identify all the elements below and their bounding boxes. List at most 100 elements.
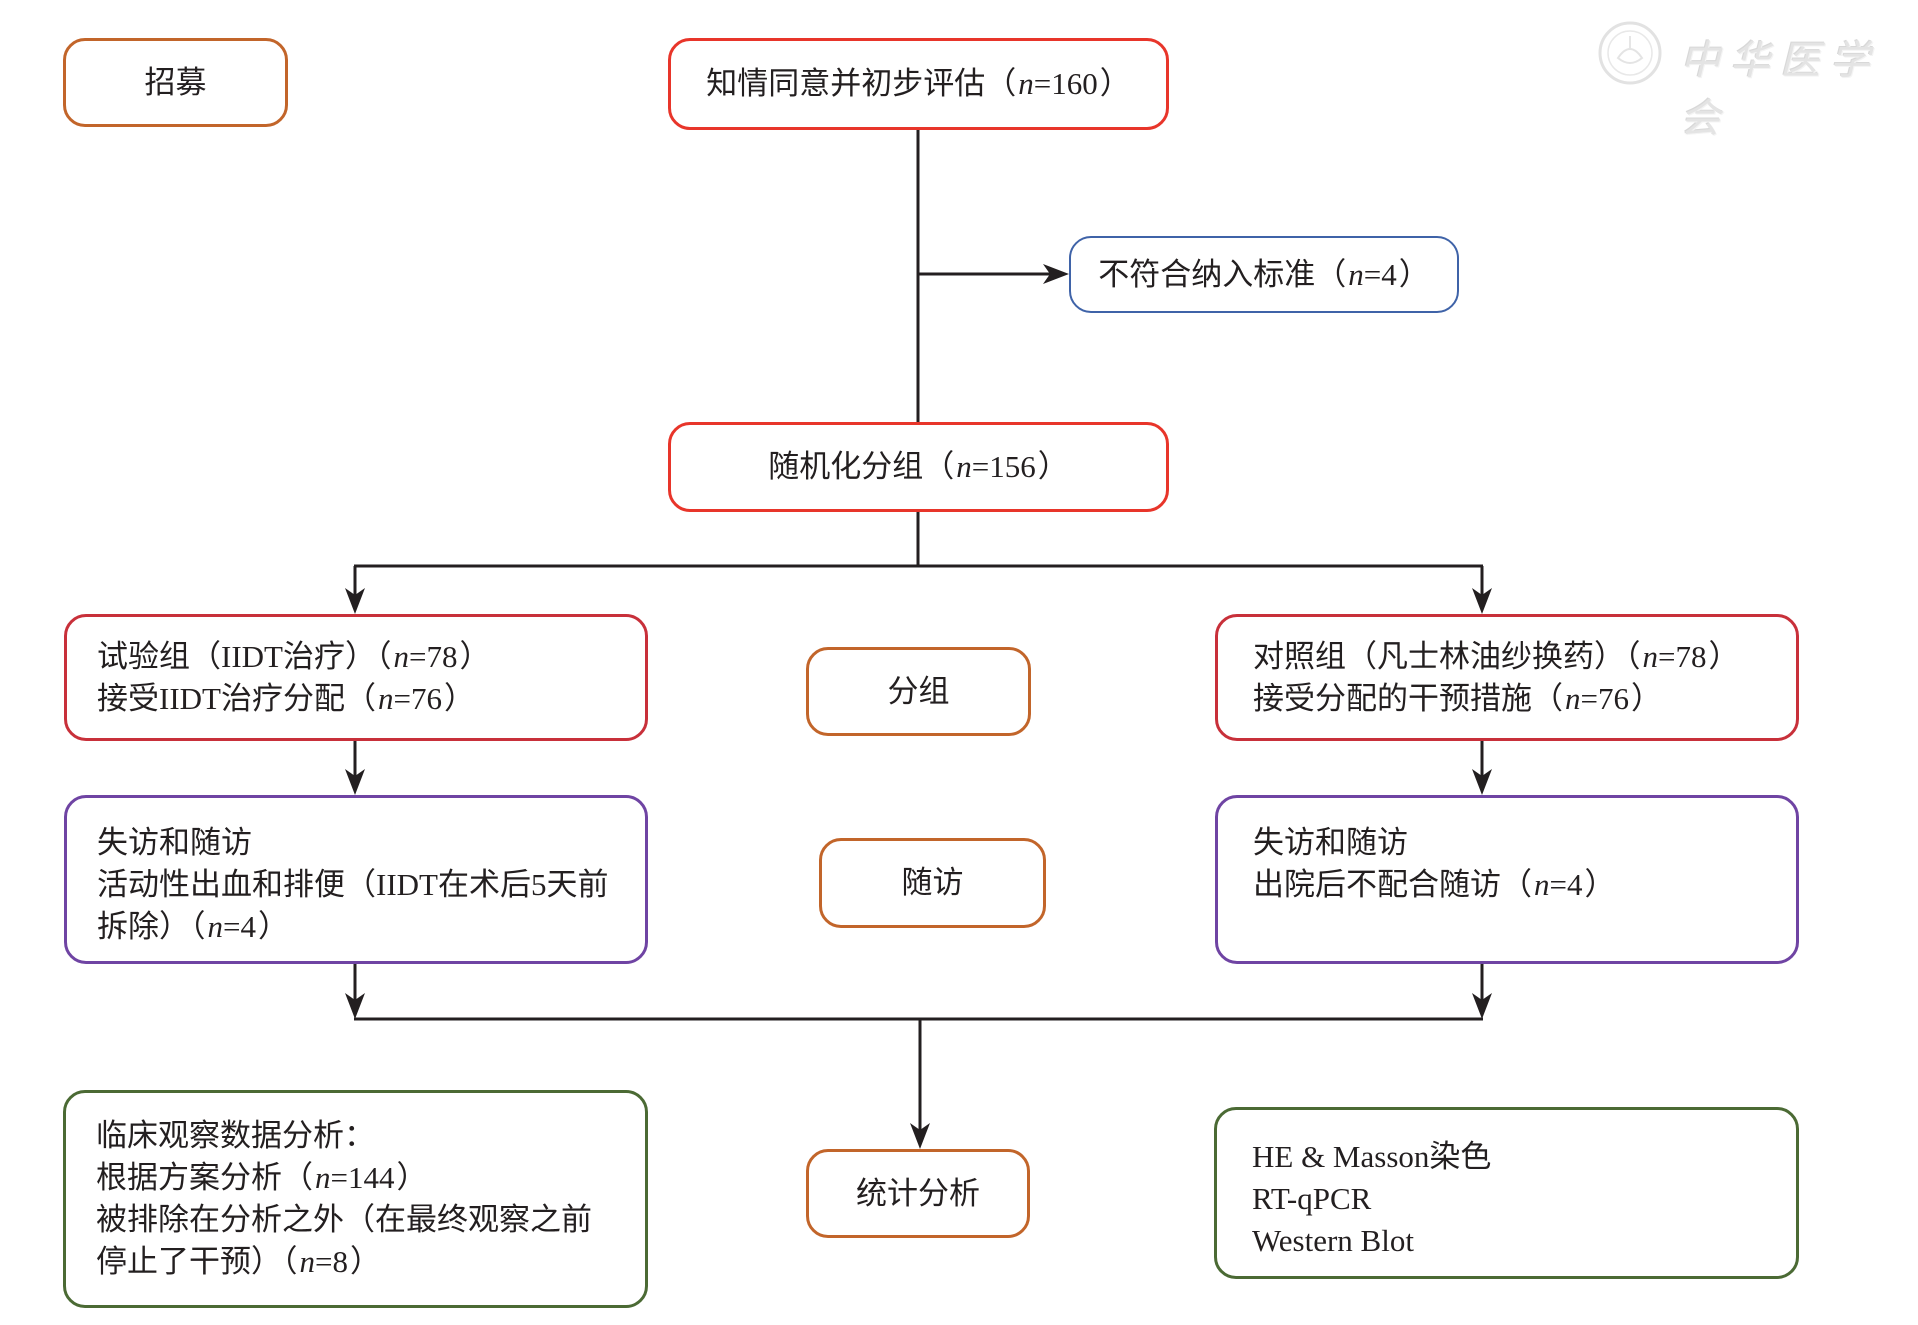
count-value: 78 bbox=[426, 638, 458, 674]
count-symbol: n bbox=[299, 1244, 316, 1279]
trial-follow-up-line: 活动性出血和排便（IIDT在术后5天前 bbox=[97, 864, 608, 906]
count-open: （ bbox=[985, 66, 1017, 101]
sample-size: （n=76） bbox=[1532, 681, 1662, 716]
lab-analysis-box: HE & Masson染色 RT-qPCR Western Blot bbox=[1214, 1107, 1799, 1279]
watermark-text: 中华医学会 bbox=[1680, 38, 1880, 142]
trial-group-line: 试验组（IIDT治疗）（n=78） bbox=[97, 636, 490, 678]
count-open: （ bbox=[1625, 638, 1641, 674]
count-close: ） bbox=[1584, 867, 1616, 902]
count-close: ） bbox=[1630, 680, 1662, 716]
stage-allocation-label: 分组 bbox=[887, 673, 950, 709]
line-text: HE & Masson染色 bbox=[1252, 1139, 1492, 1174]
screening-label: 知情同意并初步评估 bbox=[706, 66, 986, 101]
stage-follow-up-box: 随访 bbox=[819, 838, 1046, 928]
count-symbol: n bbox=[377, 680, 394, 716]
line-text: 临床观察数据分析： bbox=[96, 1118, 375, 1153]
arrowhead-down bbox=[1472, 993, 1492, 1019]
line-text: 停止了干预） bbox=[96, 1244, 282, 1279]
excluded-label: 不符合纳入标准 bbox=[1098, 256, 1316, 292]
count-value: 144 bbox=[347, 1160, 395, 1195]
trial-follow-up-line: 拆除）（n=4） bbox=[97, 906, 289, 948]
count-close: ） bbox=[459, 638, 491, 674]
count-eq: = bbox=[330, 1160, 348, 1195]
count-symbol: n bbox=[1348, 256, 1364, 292]
lab-analysis-line: Western Blot bbox=[1252, 1220, 1414, 1262]
count-value: 76 bbox=[410, 680, 442, 716]
sample-size: （n=4） bbox=[190, 909, 289, 944]
count-open: （ bbox=[923, 449, 955, 484]
count-symbol: n bbox=[393, 638, 409, 674]
trial-follow-up-line: 失访和随访 bbox=[97, 822, 252, 864]
control-group-line: 接受分配的干预措施（n=76） bbox=[1253, 678, 1662, 720]
count-eq: = bbox=[1363, 256, 1382, 292]
count-open: （ bbox=[1315, 256, 1347, 292]
arrowhead-down bbox=[1472, 588, 1492, 614]
count-value: 4 bbox=[240, 909, 256, 944]
stage-analysis-label: 统计分析 bbox=[856, 1175, 980, 1211]
line-text: 失访和随访 bbox=[1253, 825, 1408, 860]
arrowhead-down bbox=[345, 769, 365, 795]
sample-size: （n=144） bbox=[282, 1160, 427, 1195]
lab-analysis-line: RT-qPCR bbox=[1252, 1178, 1371, 1220]
line-text: 拆除） bbox=[97, 909, 190, 944]
count-open: （ bbox=[375, 638, 392, 674]
count-close: ） bbox=[257, 909, 289, 944]
line-text: 出院后不配合随访 bbox=[1253, 867, 1501, 902]
arrowhead-down bbox=[1472, 769, 1492, 795]
clinical-analysis-line: 根据方案分析（n=144） bbox=[96, 1157, 427, 1199]
count-symbol: n bbox=[1642, 638, 1659, 674]
sample-size: （n=78） bbox=[1625, 639, 1739, 674]
screening-text: 知情同意并初步评估（n=160） bbox=[706, 63, 1130, 105]
arrowhead-down bbox=[345, 993, 365, 1019]
count-value: 76 bbox=[1597, 680, 1629, 716]
count-open: （ bbox=[1501, 867, 1532, 902]
stage-enrollment-label: 招募 bbox=[144, 64, 207, 100]
count-open: （ bbox=[282, 1160, 313, 1195]
line-text: 活动性出血和排便（IIDT在术后5天前 bbox=[97, 867, 609, 902]
count-close: ） bbox=[396, 1160, 428, 1195]
count-value: 160 bbox=[1051, 66, 1098, 101]
count-close: ） bbox=[349, 1244, 381, 1279]
excluded-box: 不符合纳入标准（n=4） bbox=[1069, 236, 1459, 313]
sample-size: （n=78） bbox=[376, 639, 490, 674]
clinical-analysis-line: 停止了干预）（n=8） bbox=[96, 1241, 381, 1283]
count-value: 156 bbox=[989, 449, 1036, 484]
count-symbol: n bbox=[1565, 680, 1581, 716]
trial-group-box: 试验组（IIDT治疗）（n=78） 接受IIDT治疗分配（n=76） bbox=[64, 614, 648, 741]
count-value: 4 bbox=[1566, 867, 1583, 902]
sample-size: （n=4） bbox=[1315, 257, 1429, 292]
count-open: （ bbox=[1532, 680, 1563, 716]
count-eq: = bbox=[1549, 867, 1567, 902]
trial-follow-up-box: 失访和随访 活动性出血和排便（IIDT在术后5天前 拆除）（n=4） bbox=[64, 795, 648, 964]
control-group-box: 对照组（凡士林油纱换药）（n=78） 接受分配的干预措施（n=76） bbox=[1215, 614, 1799, 741]
stage-follow-up-label: 随访 bbox=[901, 865, 964, 900]
arrowhead-down bbox=[910, 1123, 930, 1149]
lab-analysis-line: HE & Masson染色 bbox=[1252, 1136, 1491, 1178]
count-symbol: n bbox=[315, 1160, 331, 1195]
count-close: ） bbox=[1708, 638, 1740, 674]
trial-group-line: 接受IIDT治疗分配（n=76） bbox=[97, 678, 475, 720]
line-text: 失访和随访 bbox=[97, 825, 252, 860]
stage-enrollment-box: 招募 bbox=[63, 38, 288, 127]
sample-size: （n=160） bbox=[985, 66, 1130, 101]
arrowhead-right bbox=[1043, 264, 1069, 284]
count-close: ） bbox=[443, 680, 475, 716]
clinical-analysis-line: 临床观察数据分析： bbox=[96, 1115, 375, 1157]
count-eq: = bbox=[1033, 66, 1052, 101]
count-eq: = bbox=[315, 1244, 333, 1279]
control-group-line: 对照组（凡士林油纱换药）（n=78） bbox=[1253, 636, 1739, 678]
control-follow-up-box: 失访和随访 出院后不配合随访（n=4） bbox=[1215, 795, 1799, 964]
sample-size: （n=4） bbox=[1501, 867, 1615, 902]
watermark: 中华医学会 bbox=[1596, 18, 1906, 142]
count-close: ） bbox=[1099, 66, 1131, 101]
sample-size: （n=156） bbox=[923, 449, 1068, 484]
count-close: ） bbox=[1037, 449, 1069, 484]
count-value: 4 bbox=[1381, 256, 1397, 292]
count-value: 8 bbox=[332, 1244, 348, 1279]
count-eq: = bbox=[1580, 680, 1598, 716]
count-symbol: n bbox=[1534, 867, 1550, 902]
line-text: RT-qPCR bbox=[1252, 1181, 1372, 1216]
line-text: 接受分配的干预措施 bbox=[1253, 680, 1532, 716]
stage-analysis-box: 统计分析 bbox=[806, 1149, 1030, 1238]
